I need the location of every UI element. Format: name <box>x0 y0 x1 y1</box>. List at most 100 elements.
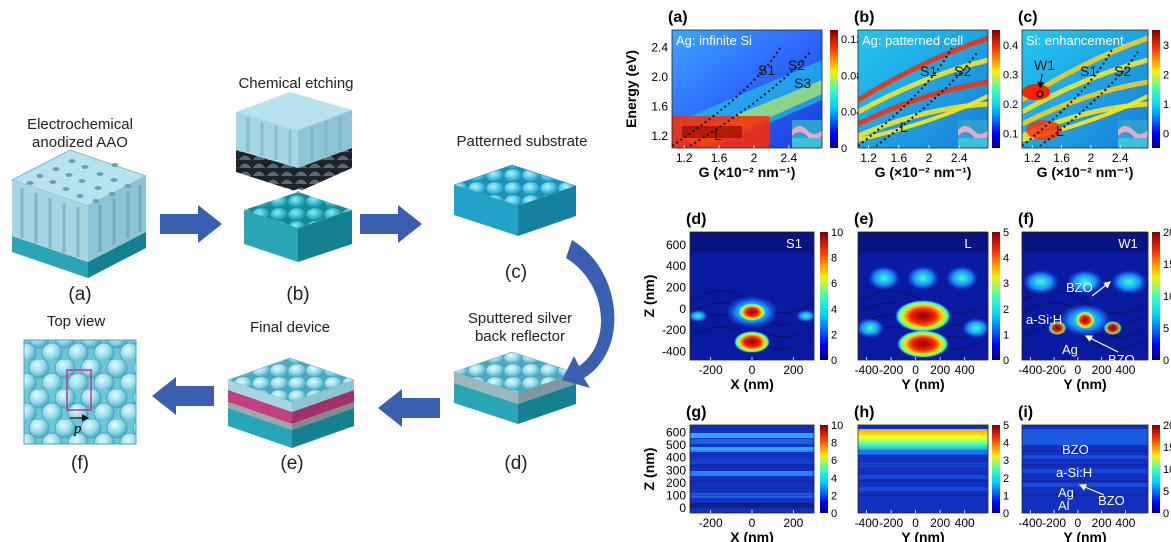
process-arrows <box>152 205 615 427</box>
x-tick-label: 1.2 <box>860 151 877 165</box>
stage-f-title: Top view <box>47 313 106 330</box>
panel-label: (b) <box>854 9 874 26</box>
colorbar-tick-label: 0.3 <box>1003 69 1018 81</box>
x-tick-label: 1.6 <box>711 151 728 165</box>
arrow-a-to-b <box>160 205 222 243</box>
silver-reflector-block <box>453 351 577 424</box>
schematic-diagram: p <box>10 92 615 448</box>
x-tick-label: 200 <box>930 516 950 530</box>
mode-label-l: L <box>900 119 908 135</box>
colorbar-tick-label: 5 <box>1003 420 1009 432</box>
colorbar-tick-label: 0 <box>1003 355 1009 367</box>
colorbar-tick-label: 4 <box>831 304 837 316</box>
colorbar-tick-label: 4 <box>1003 253 1009 265</box>
colorbar-tick-label: 0 <box>1163 355 1169 367</box>
x-axis-label: Y (nm) <box>1063 376 1106 392</box>
panel-label: (e) <box>854 211 874 228</box>
colorbar-tick-label: 2 <box>831 329 837 341</box>
stage-d-title-line2: back reflector <box>475 328 565 345</box>
panel-title: W1 <box>1118 236 1138 251</box>
colorbar-tick-label: 15 <box>1163 259 1171 271</box>
plot-frame <box>671 29 823 149</box>
x-tick-label: -200 <box>699 516 723 530</box>
colorbar-tick-label: 6 <box>831 455 837 467</box>
mode-label-s3: S3 <box>794 75 811 91</box>
layer-label-ag: Ag <box>1062 342 1078 357</box>
colorbar-tick-label: 10 <box>1163 291 1171 303</box>
colorbar-tick-label: 15 <box>1163 442 1171 454</box>
heatmap-e <box>858 232 988 360</box>
x-tick-label: -200 <box>699 363 723 377</box>
x-tick-label: 400 <box>1115 363 1135 377</box>
layer-label-al: Al <box>1062 360 1074 375</box>
mode-label-s1: S1 <box>758 62 775 78</box>
colorbar-tick-label: 0 <box>831 355 837 367</box>
heatmap-h <box>858 425 988 513</box>
y-tick-label: 500 <box>666 438 686 452</box>
panel-title: Ag: infinite Si <box>676 33 752 48</box>
mode-label-s2: S2 <box>788 57 805 73</box>
w1-marker <box>1036 90 1044 98</box>
x-tick-label: -200 <box>1042 363 1066 377</box>
colorbar-tick-label: 0.2 <box>1003 99 1018 111</box>
x-tick-label: -200 <box>879 363 903 377</box>
colorbar-tick-label: 10 <box>831 420 843 432</box>
structure-inset <box>1118 120 1148 148</box>
layer-label-ag: Ag <box>1058 485 1074 500</box>
x-tick-label: 2.4 <box>781 151 798 165</box>
colorbar <box>820 232 828 360</box>
colorbar-tick-label: 4 <box>1003 438 1009 450</box>
y-tick-label: -200 <box>662 323 686 337</box>
colorbar-tick-label: 5 <box>1163 323 1169 335</box>
colorbar-tick-label: 0.08 <box>841 70 862 82</box>
plot-frame <box>1021 29 1149 149</box>
colorbar <box>1152 425 1160 513</box>
mode-label-s1: S1 <box>1080 63 1097 79</box>
panel-label: (c) <box>1018 9 1038 26</box>
plot-frame <box>857 29 989 149</box>
x-axis-label: Y (nm) <box>1063 529 1106 542</box>
layer-arrow <box>1078 483 1105 496</box>
colorbar-tick-label: 3 <box>1003 455 1009 467</box>
mode-label-l: L <box>1056 123 1064 139</box>
structure-inset <box>958 120 988 148</box>
colorbar-tick-label: 4 <box>831 473 837 485</box>
layer-arrow <box>1084 335 1119 353</box>
x-tick-label: -400 <box>855 363 879 377</box>
x-tick-label: 200 <box>783 363 803 377</box>
colorbar-tick-label: 0.04 <box>841 107 862 119</box>
y-tick-label: -400 <box>662 344 686 358</box>
mode-label-s2: S2 <box>954 63 971 79</box>
panel-label: (i) <box>1018 404 1033 421</box>
colorbar-tick-label: 5 <box>1003 227 1009 239</box>
x-tick-label: 2.4 <box>951 151 968 165</box>
y-tick-label: 300 <box>666 463 686 477</box>
layer-label-asih: a-Si:H <box>1056 465 1092 480</box>
stage-a-label: (a) <box>68 284 91 305</box>
x-tick-label: -200 <box>879 516 903 530</box>
x-axis-label: G (×10⁻² nm⁻¹) <box>699 164 796 180</box>
colorbar-tick-label: 10 <box>831 227 843 239</box>
x-axis-label: X (nm) <box>730 376 774 392</box>
x-tick-label: 0 <box>1075 516 1082 530</box>
top-view-block: p <box>23 339 137 445</box>
layer-label-al: Al <box>1058 498 1070 513</box>
stage-a-title-line1: Electrochemical <box>27 116 133 133</box>
y-tick-label: 2.0 <box>651 70 668 84</box>
colorbar-tick-label: 10 <box>1163 464 1171 476</box>
panel-label: (f) <box>1018 211 1034 228</box>
etching-block <box>236 92 353 262</box>
layer-label-bzo-top: BZO <box>1066 280 1093 295</box>
colorbar-tick-label: 8 <box>831 438 837 450</box>
colorbar-tick-label: 6 <box>831 278 837 290</box>
mode-label-s1: S1 <box>920 63 937 79</box>
colorbar-tick-label: 3 <box>1003 278 1009 290</box>
plot-frame <box>857 424 989 514</box>
colorbar-tick-label: 5 <box>1163 486 1169 498</box>
layer-arrow <box>1091 281 1111 297</box>
plot-frame <box>1021 424 1149 514</box>
y-tick-label: 1.6 <box>651 100 668 114</box>
x-tick-label: 1.2 <box>676 151 693 165</box>
colorbar-tick-label: 2 <box>1003 473 1009 485</box>
